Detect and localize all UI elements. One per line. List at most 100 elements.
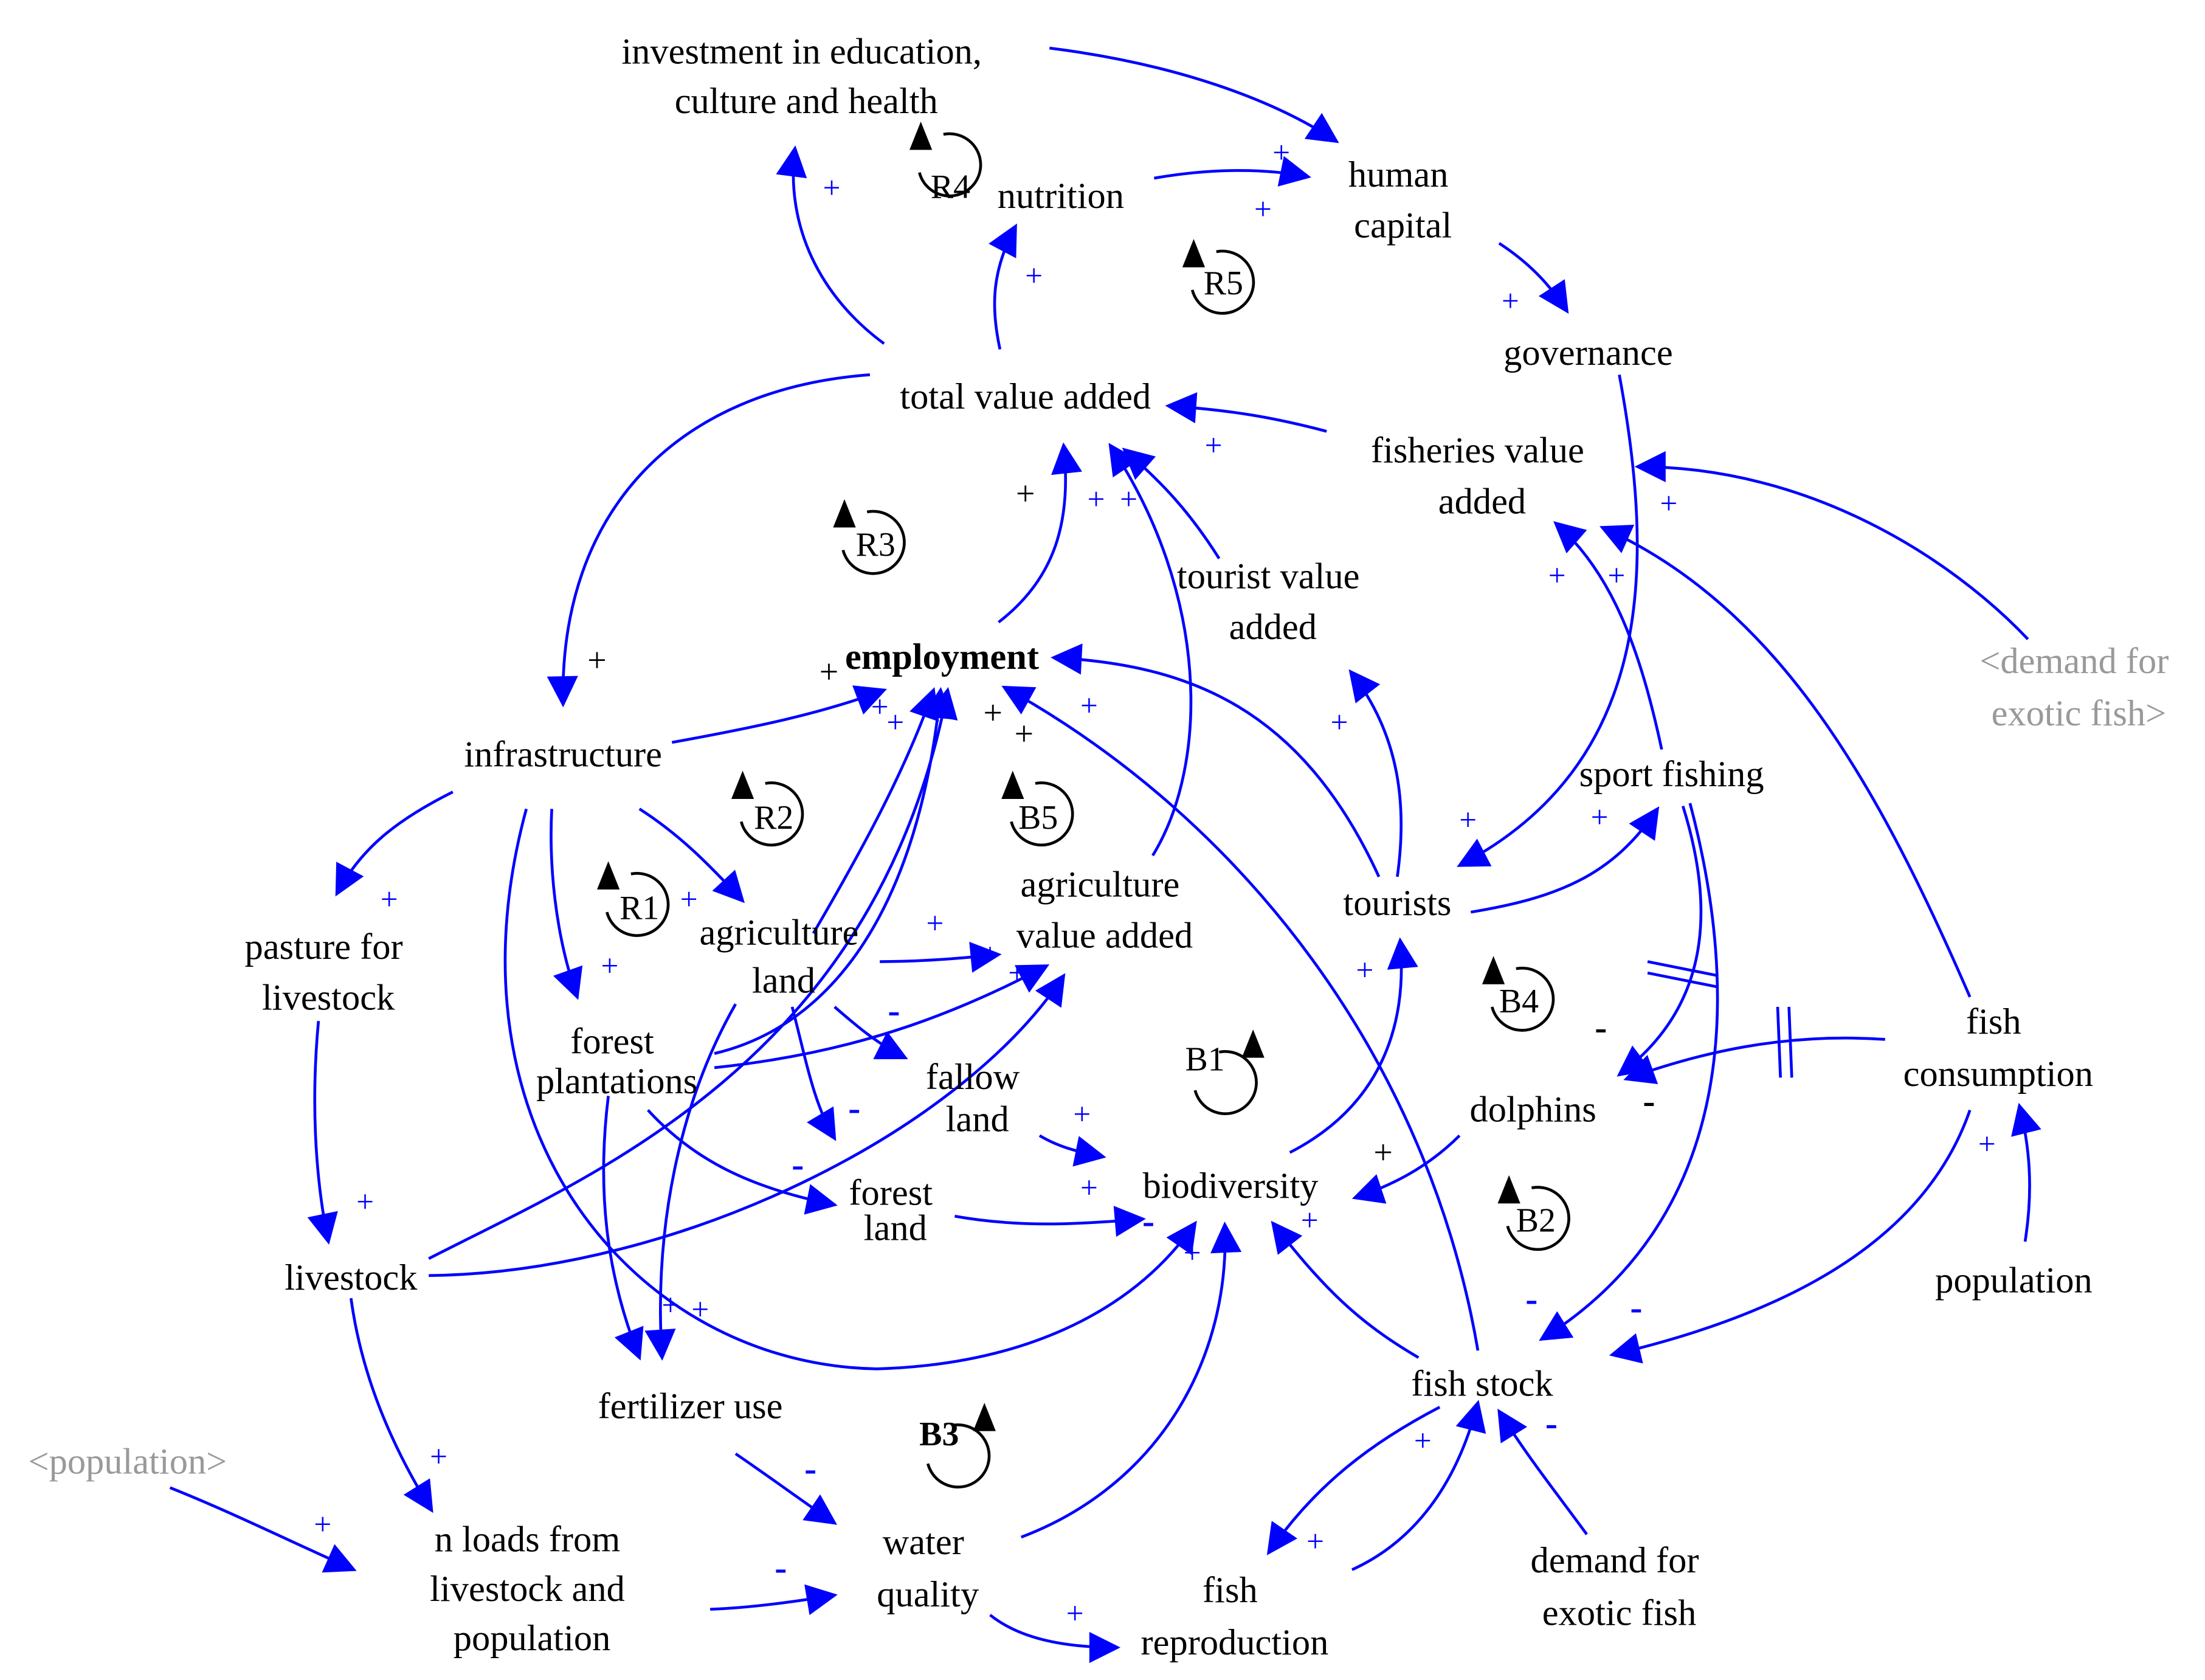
delay-mark-fish-consumption-dolphins-a	[1776, 1006, 1782, 1078]
var-agriculture-land: agriculture land	[700, 913, 868, 1001]
polarity-fertilizer-water-quality: -	[804, 1448, 816, 1489]
var-fallow-land: fallow land	[926, 1057, 1029, 1140]
polarity-sport-fishing-fish-stock: -	[1525, 1279, 1537, 1319]
link-water-quality-to-fish-reproduction	[989, 1614, 1121, 1664]
loop-b5-label: B5	[1018, 799, 1058, 837]
var-fish-stock: fish stock	[1411, 1364, 1553, 1405]
link-governance-to-tourists	[1457, 374, 1639, 867]
polarity-water-quality-biodiversity: +	[1184, 1236, 1201, 1270]
link-pasture-to-livestock	[307, 1020, 338, 1245]
polarity-fish-reproduction-fish-stock: +	[1414, 1423, 1432, 1458]
loop-b5-arrowhead	[1001, 770, 1024, 800]
polarity-tva-infrastructure: +	[587, 642, 606, 680]
link-agri-land-to-agri-value	[880, 941, 1002, 973]
polarity-population-fish-consumption: +	[1978, 1127, 1996, 1161]
link-fish-stock-to-biodiversity	[1271, 1220, 1420, 1359]
polarity-agri-land-fertilizer: +	[691, 1292, 709, 1327]
var-investment: investment in education, culture and hea…	[621, 32, 991, 122]
polarity-forest-land-biodiversity: +	[1080, 1170, 1098, 1205]
link-forest-plantations-to-forest-land	[647, 1109, 838, 1215]
polarity-signs: + + + + + + + + + + + + + + + + + + + + …	[314, 135, 1995, 1631]
loop-r1-label: R1	[619, 890, 659, 927]
loop-b4-arrowhead	[1482, 956, 1505, 984]
loop-b1-label: B1	[1185, 1041, 1225, 1079]
polarity-population-shadow-n-loads: +	[314, 1507, 331, 1541]
delay-mark-fish-consumption-dolphins-b	[1787, 1006, 1793, 1078]
polarity-demand-shadow-fisheries: +	[1660, 486, 1678, 520]
link-tourists-to-tourist-value	[1348, 669, 1403, 877]
link-tva-to-investment	[776, 145, 885, 345]
delay-marks	[1647, 960, 1793, 1078]
link-fish-consumption-to-fisheries	[1599, 525, 1972, 998]
link-fallow-to-biodiversity	[1038, 1134, 1106, 1167]
polarity-tourists-tourist-value: +	[1331, 705, 1348, 740]
polarity-sport-fishing-dolphins: -	[1595, 1007, 1607, 1048]
link-population-shadow-to-n-loads	[169, 1486, 357, 1573]
var-agriculture-value-added: agriculture value added	[1016, 865, 1193, 956]
var-sport-fishing: sport fishing	[1579, 754, 1764, 795]
loop-b3-arrowhead	[973, 1403, 996, 1431]
loop-r2-arrowhead	[731, 770, 754, 800]
link-tourists-to-sport-fishing	[1470, 806, 1660, 914]
link-tva-to-nutrition	[989, 223, 1017, 350]
link-water-quality-to-biodiversity	[1020, 1221, 1242, 1539]
loop-r4-arrowhead	[909, 122, 933, 150]
loop-markers	[606, 132, 1570, 1488]
loop-r5-label: R5	[1204, 264, 1243, 302]
link-fertilizer-to-water-quality	[734, 1452, 837, 1525]
loop-r4-label: R4	[931, 168, 970, 206]
var-demand-for-exotic-fish: demand for exotic fish	[1531, 1540, 1708, 1633]
polarity-fallow-biodiversity: +	[1073, 1097, 1091, 1132]
var-pasture-for-livestock: pasture for livestock	[244, 927, 412, 1018]
polarity-forest-plantations-fertilizer: +	[662, 1288, 680, 1322]
loop-b2-arrowhead	[1497, 1175, 1520, 1204]
link-agri-land-to-fallow	[833, 1006, 908, 1059]
polarity-biodiversity-tourists: +	[1356, 953, 1373, 987]
polarity-infrastructure-pasture: +	[381, 882, 398, 916]
polarity-livestock-n-loads: +	[430, 1439, 447, 1474]
polarity-n-loads-water-quality: -	[775, 1547, 787, 1588]
polarity-fisheries-tva: +	[1205, 428, 1223, 463]
polarity-employment-lower: +	[1015, 716, 1033, 753]
link-tourists-to-employment	[1051, 643, 1381, 877]
loop-b4-circle	[1490, 966, 1555, 1032]
var-forest-plantations: forest plantations	[536, 1021, 697, 1102]
loop-arrowheads	[597, 122, 1520, 1431]
polarity-forest-plantations-agri-value: +	[981, 937, 999, 972]
link-demand-shadow-to-fisheries	[1634, 451, 2029, 640]
var-n-loads: n loads from livestock and population	[430, 1519, 634, 1659]
polarity-livestock-agri-value: +	[1008, 955, 1026, 990]
link-tourist-value-to-tva	[1122, 448, 1221, 559]
loop-b1-arrowhead	[1241, 1029, 1265, 1058]
link-sport-fishing-to-fisheries	[1553, 521, 1663, 750]
var-fertilizer-use: fertilizer use	[598, 1386, 783, 1427]
polarity-signs-black: + + + + + +	[587, 475, 1393, 1172]
polarity-fish-stock-biodiversity: +	[1301, 1203, 1319, 1237]
var-livestock: livestock	[285, 1257, 418, 1298]
link-tva-to-infrastructure	[547, 373, 871, 708]
polarity-fish-consumption-dolphins: -	[1643, 1080, 1655, 1121]
link-forest-plantations-to-agri-value	[714, 964, 1050, 1070]
polarity-agri-land-forest-land: -	[848, 1088, 860, 1129]
loop-b3-circle	[927, 1423, 991, 1488]
polarity-tourists-sport-fishing: +	[1591, 800, 1609, 835]
link-biodiversity-to-tourists	[1289, 937, 1418, 1154]
loop-r3-circle	[841, 510, 906, 575]
link-livestock-to-agri-value	[429, 973, 1066, 1277]
link-nutrition-to-human-capital	[1153, 156, 1311, 187]
polarity-human-capital-governance: +	[1502, 284, 1519, 319]
link-livestock-to-n-loads	[350, 1298, 433, 1513]
link-forest-land-to-biodiversity	[954, 1206, 1146, 1237]
polarity-minus-black: - -	[1595, 1007, 1655, 1121]
link-agri-land-to-forest-land	[790, 1006, 837, 1141]
link-fish-consumption-to-dolphins	[1623, 1036, 1885, 1085]
polarity-fish-consumption-fisheries: +	[1607, 558, 1625, 593]
link-dolphins-to-biodiversity	[1351, 1134, 1461, 1204]
loop-r1-arrowhead	[597, 861, 620, 890]
var-fisheries-value-added: fisheries value added	[1371, 430, 1593, 522]
var-governance: governance	[1503, 333, 1673, 373]
polarity-water-quality-fish-reproduction: +	[1066, 1596, 1084, 1631]
polarity-agri-land-fallow: -	[888, 990, 900, 1031]
link-forest-plantations-to-fertilizer	[602, 1096, 644, 1361]
